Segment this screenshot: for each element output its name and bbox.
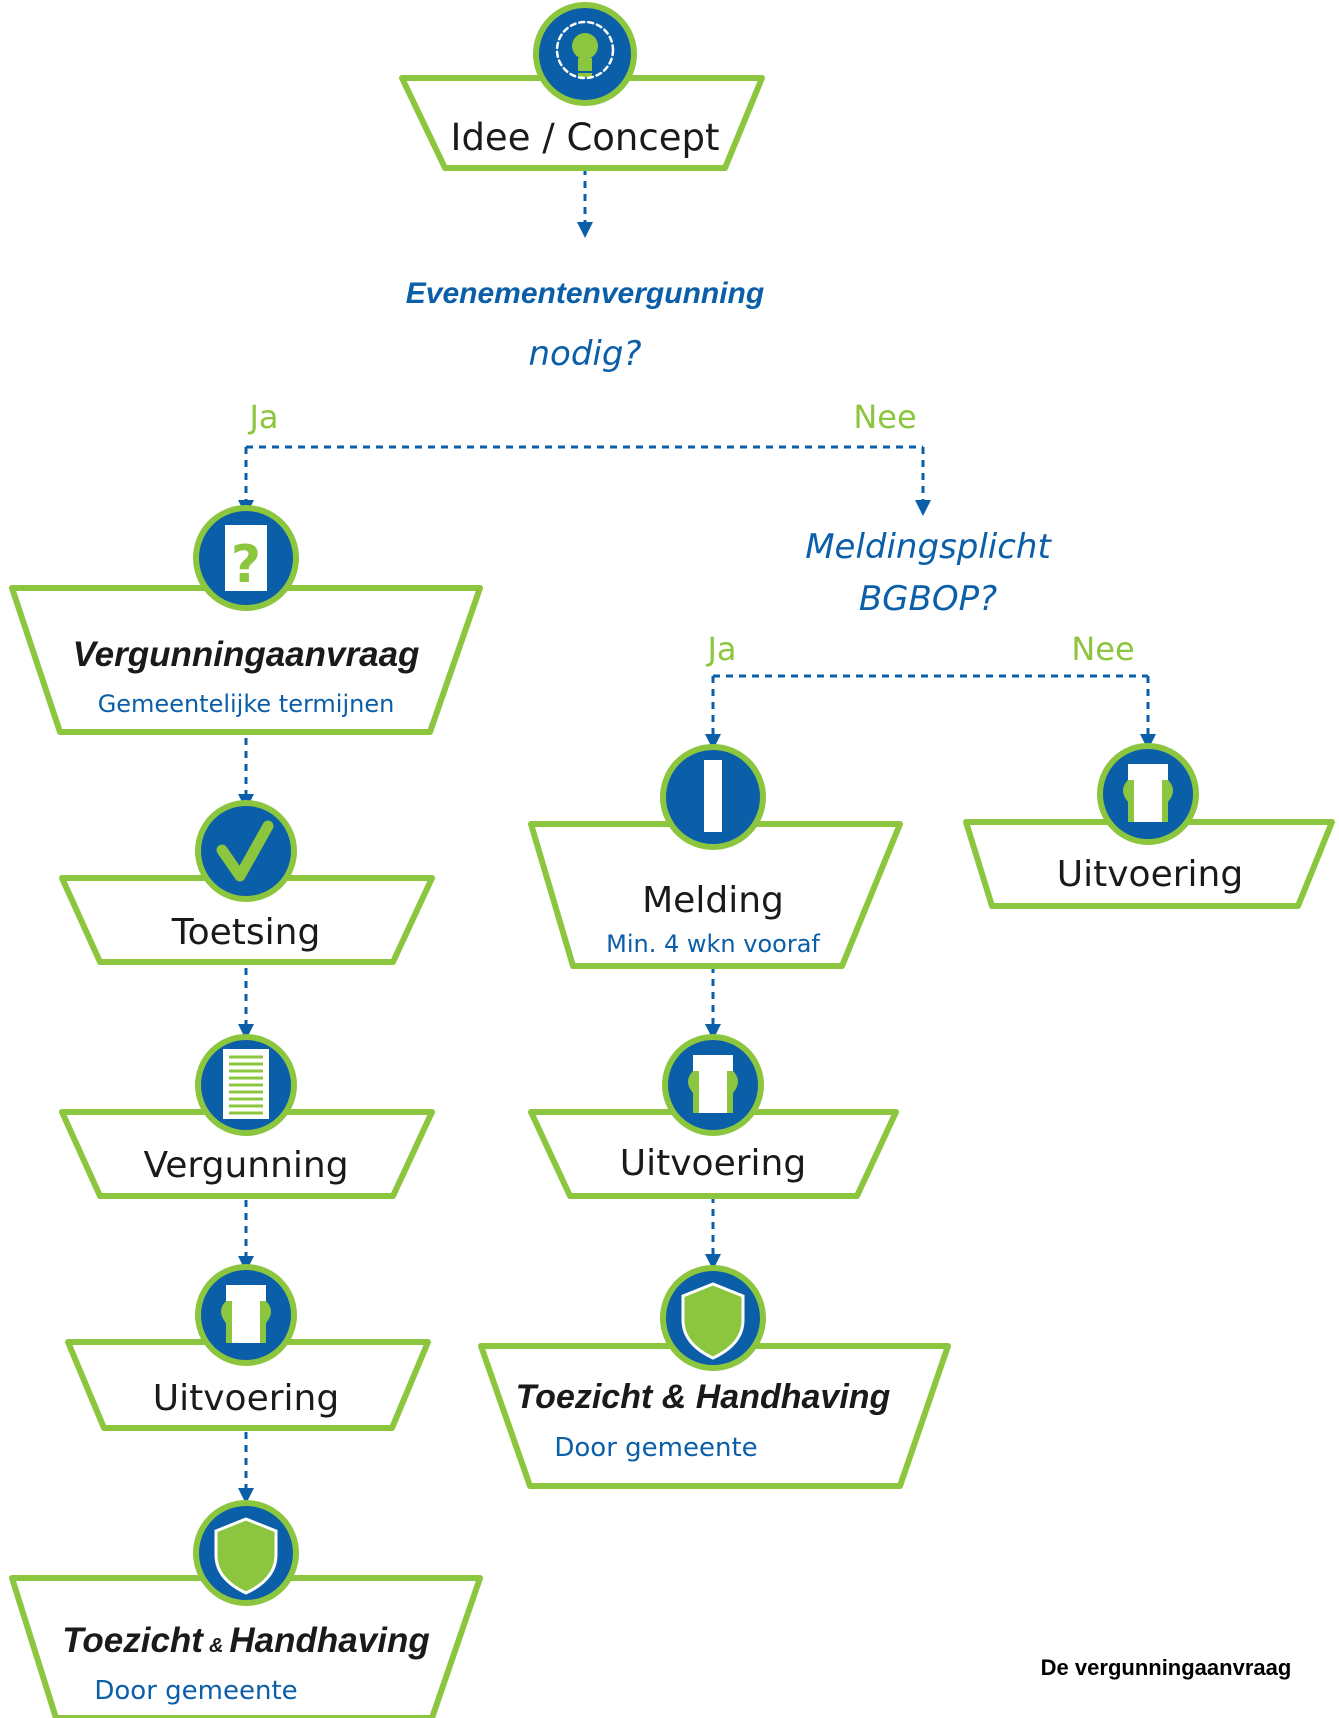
node-shape xyxy=(528,821,903,969)
node-review: Toetsing xyxy=(59,800,435,965)
shield-icon xyxy=(660,1265,766,1371)
node-subtitle: Door gemeente xyxy=(554,1433,757,1463)
arrowhead xyxy=(1140,734,1156,750)
node-subtitle: Min. 4 wkn vooraf xyxy=(606,930,820,958)
node-permit: Vergunning xyxy=(59,1034,435,1199)
question-permit-needed: Evenementenvergunning nodig? Ja Nee xyxy=(247,277,916,436)
arrowhead xyxy=(915,500,931,516)
checkmark-icon xyxy=(195,800,297,902)
node-execution-notification: Uitvoering xyxy=(528,1034,899,1199)
figure-caption: De vergunningaanvraag xyxy=(1041,1655,1292,1680)
document-lines-icon xyxy=(195,1034,297,1136)
answer-no: Nee xyxy=(1071,630,1134,668)
node-execution-permit: Uitvoering xyxy=(65,1264,431,1431)
node-shape xyxy=(65,1339,431,1431)
scroll-icon xyxy=(1097,743,1199,845)
question-document-icon: ? xyxy=(193,505,299,611)
node-title: Uitvoering xyxy=(153,1378,339,1419)
node-supervision-permit: Toezicht&Handhaving Door gemeente xyxy=(9,1500,483,1718)
question-line2: nodig? xyxy=(528,334,641,374)
node-execution-no-obligation: Uitvoering xyxy=(963,743,1335,909)
scroll-icon xyxy=(662,1034,764,1136)
node-shape xyxy=(478,1343,951,1489)
svg-text:?: ? xyxy=(231,535,261,595)
title-ampersand: & xyxy=(209,1635,223,1657)
node-shape xyxy=(963,819,1335,909)
node-shape xyxy=(9,585,483,735)
shield-icon xyxy=(193,1500,299,1606)
node-title: Toetsing xyxy=(171,912,321,953)
node-shape xyxy=(59,1109,435,1199)
node-shape xyxy=(59,875,435,965)
question-line2: BGBOP? xyxy=(859,579,997,619)
node-shape xyxy=(9,1575,483,1718)
answer-yes: Ja xyxy=(247,398,278,436)
question-line1: Meldingsplicht xyxy=(805,527,1052,567)
scroll-icon xyxy=(195,1264,297,1366)
node-supervision-notification: Toezicht & Handhaving Door gemeente xyxy=(478,1265,951,1489)
node-title: Melding xyxy=(642,880,784,921)
arrowhead xyxy=(238,1024,254,1040)
answer-no: Nee xyxy=(853,398,916,436)
node-title: Idee / Concept xyxy=(451,116,720,159)
lightbulb-icon xyxy=(533,2,637,106)
arrowhead xyxy=(705,734,721,750)
question-line1: Evenementenvergunning xyxy=(406,277,764,310)
arrowhead xyxy=(577,222,593,238)
arrowhead xyxy=(705,1024,721,1040)
answer-yes: Ja xyxy=(705,630,736,668)
node-title: Uitvoering xyxy=(1057,854,1243,895)
connectors xyxy=(244,168,1150,1494)
node-permit-application: ? Vergunningaanvraag Gemeentelijke termi… xyxy=(9,505,483,735)
node-title: Uitvoering xyxy=(620,1143,806,1184)
arrowhead xyxy=(705,1254,721,1270)
title-part2: Handhaving xyxy=(229,1621,429,1660)
node-title: Toezicht & Handhaving xyxy=(516,1378,891,1416)
node-title: Vergunningaanvraag xyxy=(73,635,420,674)
node-notification: Melding Min. 4 wkn vooraf xyxy=(528,744,903,969)
node-title: Toezicht&Handhaving xyxy=(62,1621,429,1660)
node-subtitle: Door gemeente xyxy=(94,1676,297,1706)
question-notification-duty: Meldingsplicht BGBOP? Ja Nee xyxy=(705,527,1134,668)
node-shape xyxy=(528,1109,899,1199)
title-part1: Toezicht xyxy=(62,1621,204,1660)
arrowhead xyxy=(238,1488,254,1504)
node-shape xyxy=(399,75,765,171)
notice-icon xyxy=(660,744,766,850)
node-subtitle: Gemeentelijke termijnen xyxy=(98,690,395,718)
node-title: Vergunning xyxy=(143,1145,348,1186)
node-idea-concept: Idee / Concept xyxy=(399,2,765,171)
